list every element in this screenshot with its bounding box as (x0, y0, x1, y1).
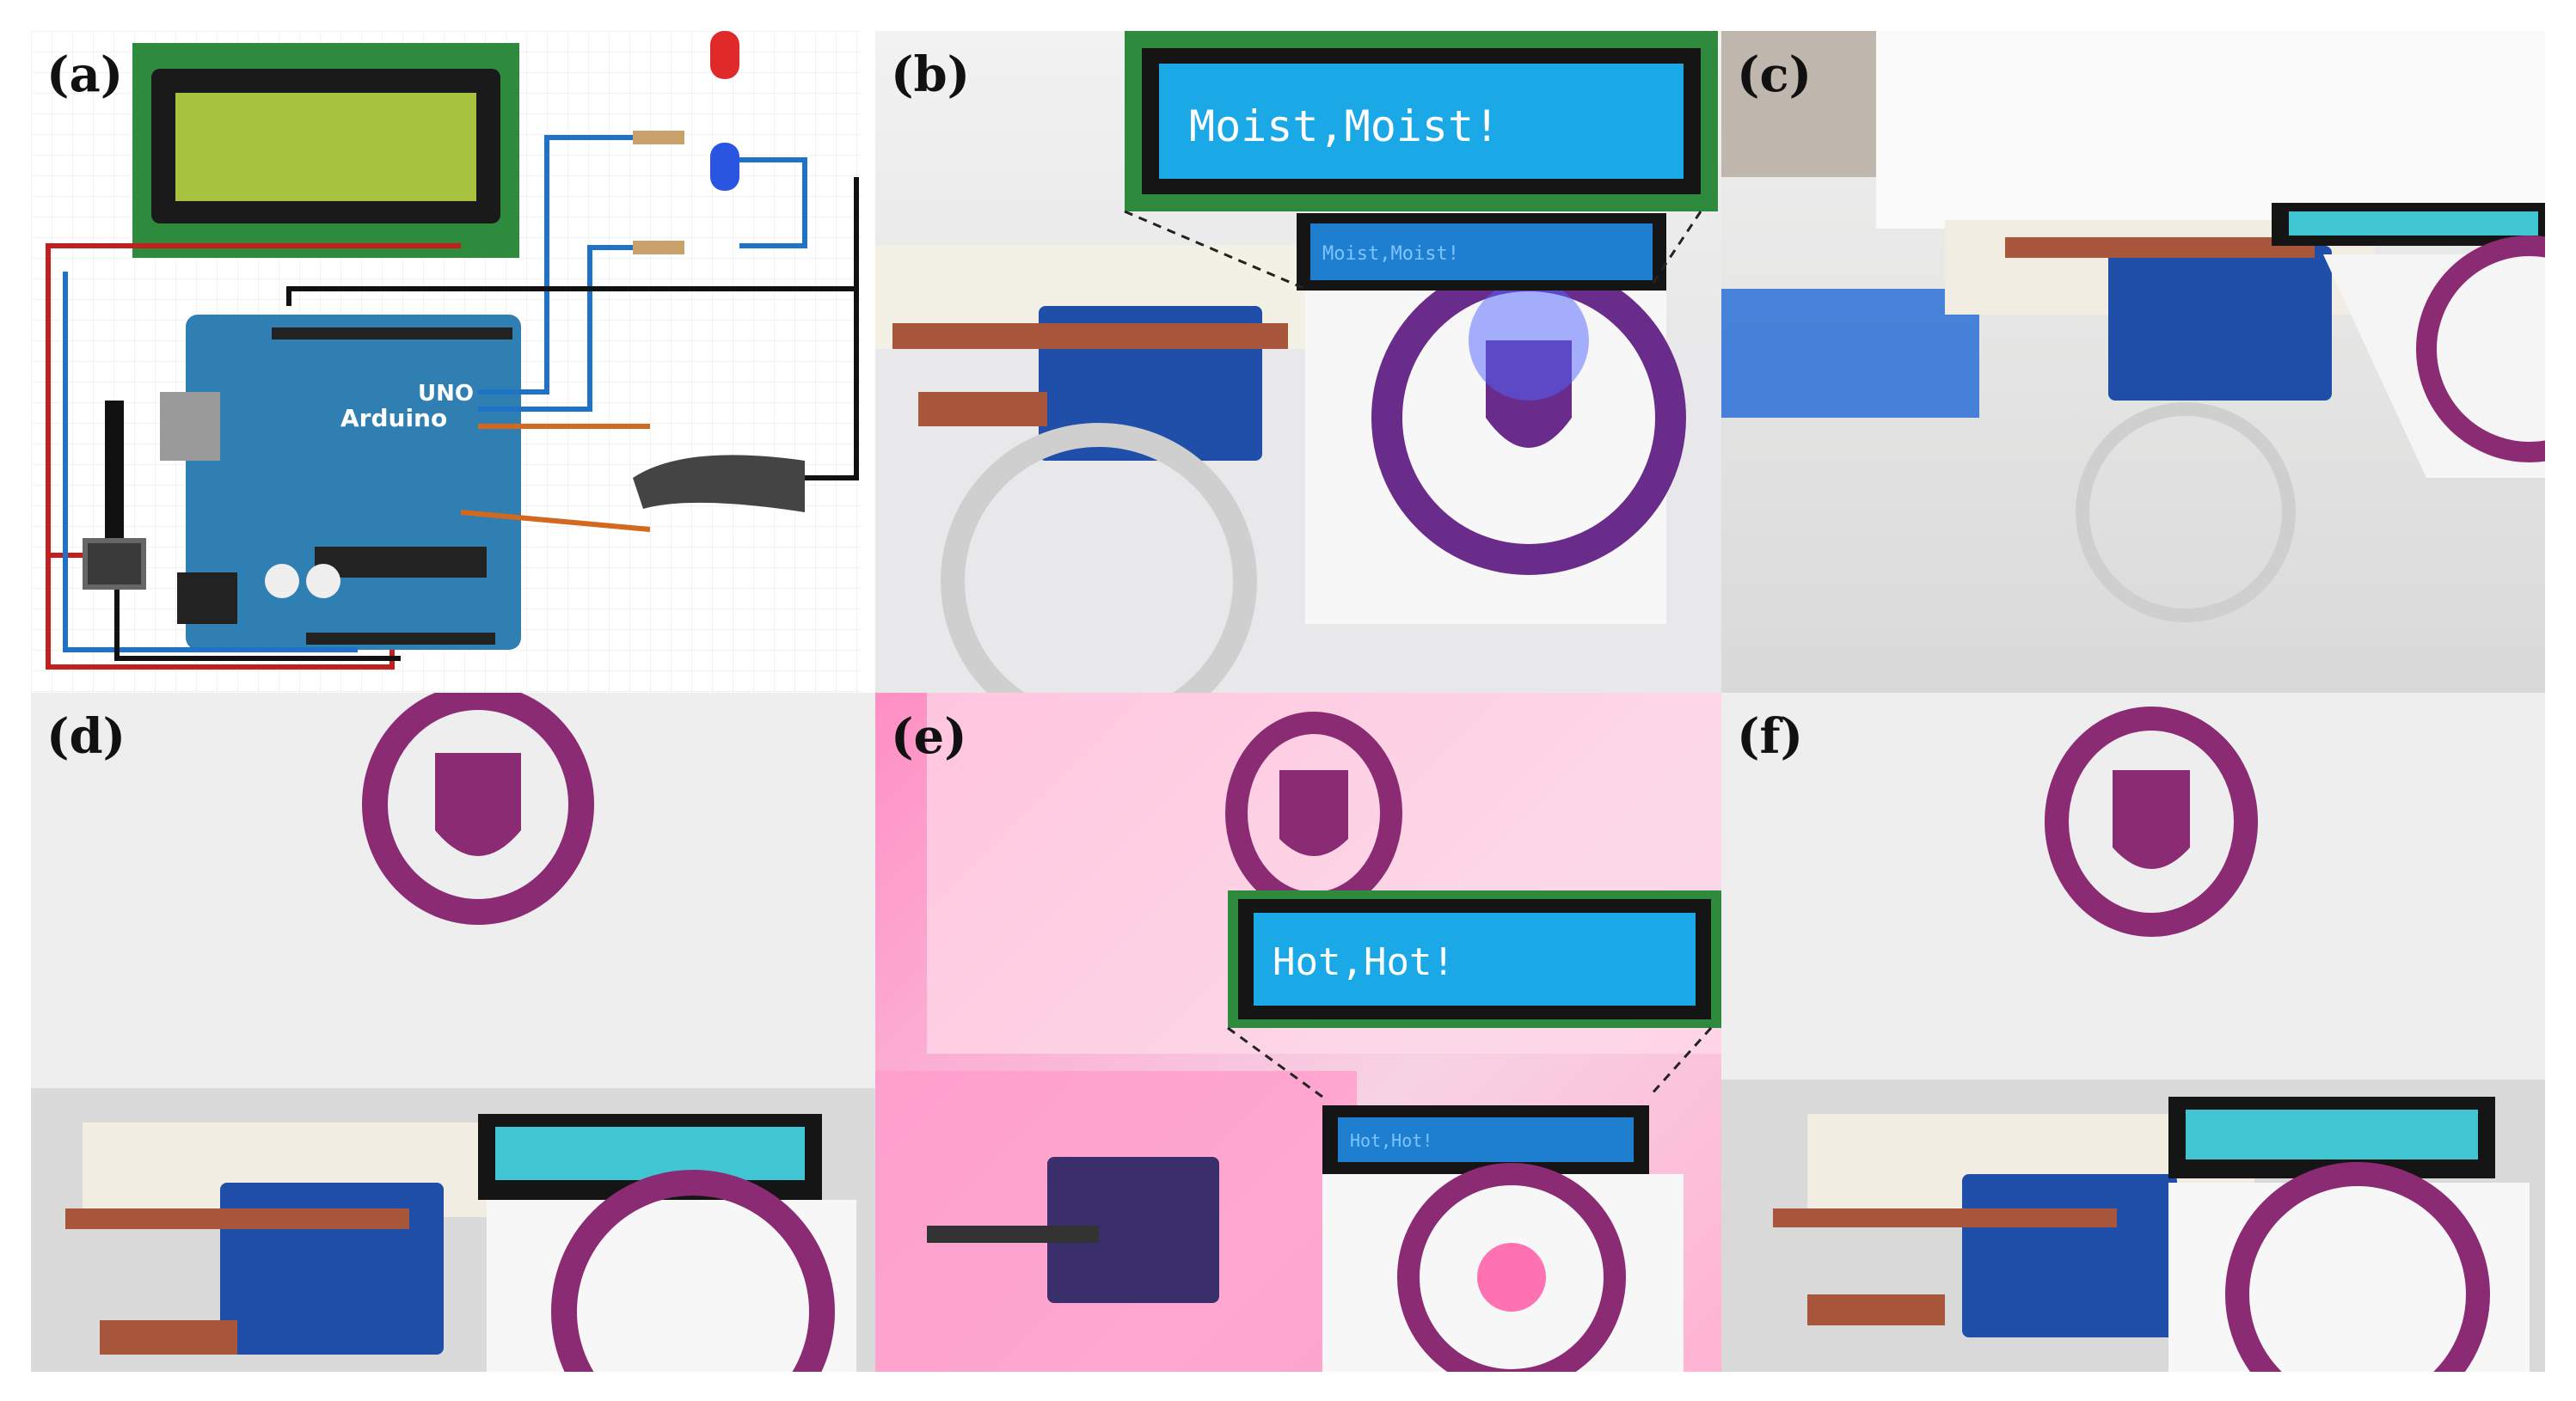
small-lcd-text: Hot,Hot! (1350, 1130, 1432, 1151)
led-icon (710, 31, 739, 191)
panel-label-f: (f) (1737, 708, 1804, 765)
panel-a: Arduino UNO (31, 31, 862, 693)
sensor-block (1962, 1174, 2177, 1337)
panel-label-d: (d) (46, 708, 126, 765)
lcd-text: Hot,Hot! (1273, 940, 1455, 984)
circuit-schematic: Arduino UNO (31, 31, 862, 693)
panel-label-a: (a) (46, 46, 124, 103)
board-model: UNO (418, 381, 474, 407)
panel-label-c: (c) (1737, 46, 1812, 103)
lcd-screen (1159, 64, 1684, 179)
sensor-block (2108, 246, 2332, 401)
lcd-module-icon (132, 43, 519, 258)
resistor-icon (633, 131, 684, 254)
university-emblem-icon (2045, 707, 2258, 937)
panel-f: (f) (1721, 693, 2545, 1372)
lcd-screen (495, 1127, 805, 1180)
university-emblem-icon (2416, 236, 2545, 462)
university-emblem-icon (362, 693, 594, 925)
panel-c: (c) (1721, 31, 2545, 693)
panel-e: Hot,Hot! Hot,Hot! (e) (875, 693, 1721, 1372)
panel-d: (d) (31, 693, 875, 1372)
flex-sensor-icon (633, 455, 805, 512)
lcd-screen (1254, 913, 1696, 1006)
potentiometer-icon (83, 401, 146, 590)
sensor-block (1047, 1157, 1219, 1303)
board-brand: Arduino (340, 404, 447, 432)
arduino-board-icon: Arduino UNO (160, 315, 521, 650)
lcd-text: Moist,Moist! (1189, 101, 1500, 151)
small-lcd-text: Moist,Moist! (1322, 243, 1459, 265)
lcd-screen (2186, 1110, 2478, 1159)
panel-b: Moist,Moist! Moist,Moist! (b) (875, 31, 1721, 693)
panel-label-b: (b) (891, 46, 971, 103)
panel-label-e: (e) (891, 708, 967, 765)
